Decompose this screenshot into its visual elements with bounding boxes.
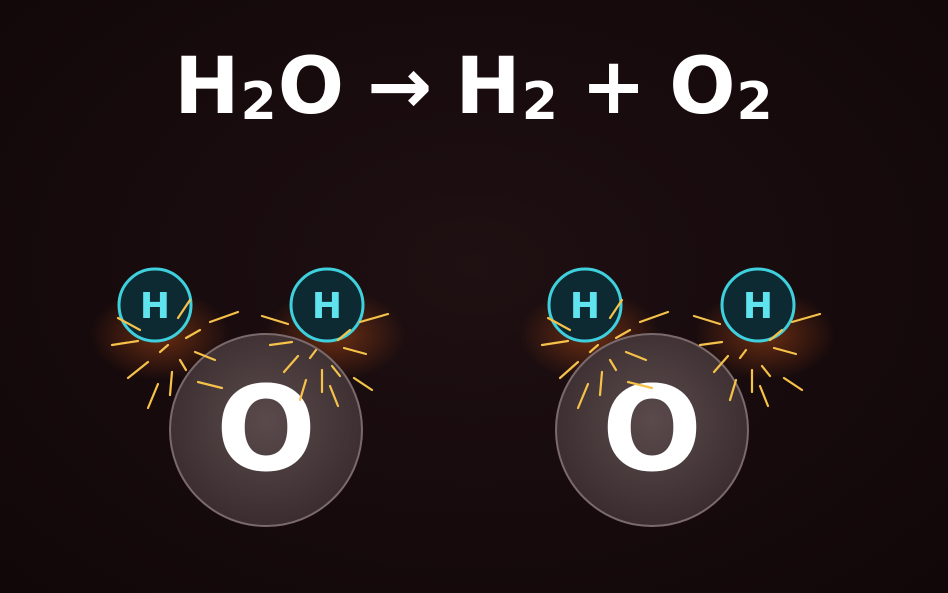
reactant-h-subscript: 2: [240, 72, 278, 132]
product-o-symbol: O: [669, 42, 737, 132]
hydrogen-label: H: [570, 286, 600, 327]
product-h-symbol: H: [455, 42, 522, 132]
oxygen-label: O: [216, 360, 316, 498]
hydrogen-atom-left: [117, 267, 193, 343]
water-molecule-2: O H H: [520, 267, 835, 527]
product-h-subscript: 2: [521, 72, 559, 132]
hydrogen-atom-left: [547, 267, 623, 343]
reactant-h-symbol: H: [174, 42, 241, 132]
product-hydrogen: H2: [455, 42, 558, 132]
hydrogen-atom-right: [720, 267, 796, 343]
product-oxygen: O2: [669, 42, 774, 132]
reactant-water: H2O: [174, 42, 345, 132]
reactant-o-symbol: O: [277, 42, 346, 132]
hydrogen-label: H: [743, 286, 773, 327]
oxygen-atom: [169, 333, 363, 527]
spark-lines: [540, 298, 822, 410]
spark-lines: [110, 298, 390, 410]
water-molecule-1: O H H: [90, 267, 405, 527]
plus-sign: +: [580, 42, 648, 132]
oxygen-atom: [555, 333, 749, 527]
product-o-subscript: 2: [736, 72, 774, 132]
reaction-equation: H2O→H2+O2: [0, 32, 948, 142]
reaction-arrow: →: [367, 42, 434, 132]
oxygen-label: O: [602, 360, 702, 498]
hydrogen-label: H: [312, 286, 342, 327]
hydrogen-atom-right: [289, 267, 365, 343]
hydrogen-label: H: [140, 286, 170, 327]
